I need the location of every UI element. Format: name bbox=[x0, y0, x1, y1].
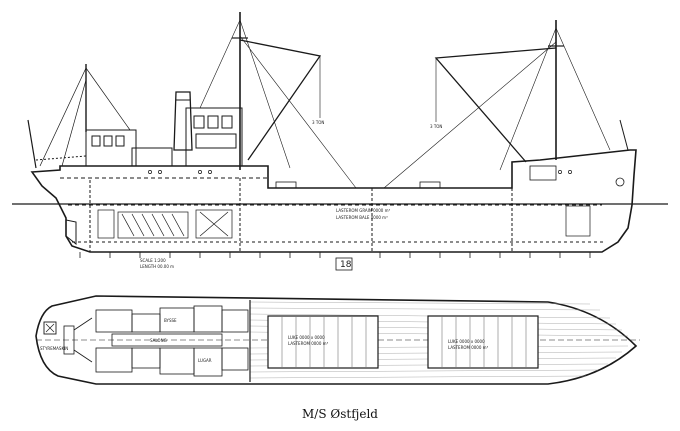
hold-label-2: LASTEROM BALE 0000 m³ bbox=[336, 215, 388, 220]
hold-label-1: LASTEROM GRAIN 0000 m³ bbox=[336, 208, 390, 213]
room-label-3: LUGAR bbox=[198, 358, 212, 363]
jack-staff bbox=[619, 119, 629, 151]
derrick-load-fore: 3 TON bbox=[312, 120, 324, 125]
scale-note-1: SCALE 1:200 bbox=[140, 258, 166, 263]
frame-marker: 18 bbox=[340, 260, 352, 270]
funnel bbox=[173, 91, 193, 151]
main-rigging bbox=[199, 19, 357, 189]
hatch-fore-label-2: LASTEROM 0000 m³ bbox=[288, 341, 329, 346]
drawing-caption: M/S Østfjeld bbox=[302, 407, 378, 421]
hatch-aft-label-2: LASTEROM 0000 m³ bbox=[448, 345, 489, 350]
hatch-fore bbox=[267, 315, 379, 369]
ensign-staff bbox=[27, 119, 37, 169]
frame-marker-box bbox=[335, 257, 353, 271]
room-label-1: BYSSE bbox=[164, 318, 177, 323]
hatch-fore-label-1: LUKE 0000 x 0000 bbox=[288, 335, 325, 340]
room-label-2: SALONG bbox=[150, 338, 167, 343]
engine-machinery bbox=[97, 209, 233, 239]
hawse-pipe bbox=[615, 177, 625, 187]
accommodation bbox=[63, 300, 251, 382]
hatch-aft-label-1: LUKE 0000 x 0000 bbox=[448, 339, 485, 344]
stern-label: STYREMASKIN bbox=[40, 346, 68, 351]
scale-note-2: LENGTH 00.00 m bbox=[140, 264, 174, 269]
aft-superstructure bbox=[35, 91, 243, 167]
hatch-aft bbox=[427, 315, 539, 369]
fore-derrick bbox=[434, 47, 557, 163]
hull-outline bbox=[30, 149, 637, 253]
steering-box bbox=[43, 321, 57, 335]
fore-rigging bbox=[383, 27, 611, 189]
portholes bbox=[148, 170, 572, 174]
plan-view bbox=[35, 295, 640, 385]
frame-ticks bbox=[79, 252, 591, 258]
main-derrick bbox=[239, 39, 322, 161]
deck-outline bbox=[35, 295, 638, 385]
aft-rigging bbox=[39, 67, 131, 167]
rudder bbox=[65, 219, 77, 246]
derrick-load-aft: 3 TON bbox=[430, 124, 442, 129]
profile-view bbox=[12, 12, 668, 258]
